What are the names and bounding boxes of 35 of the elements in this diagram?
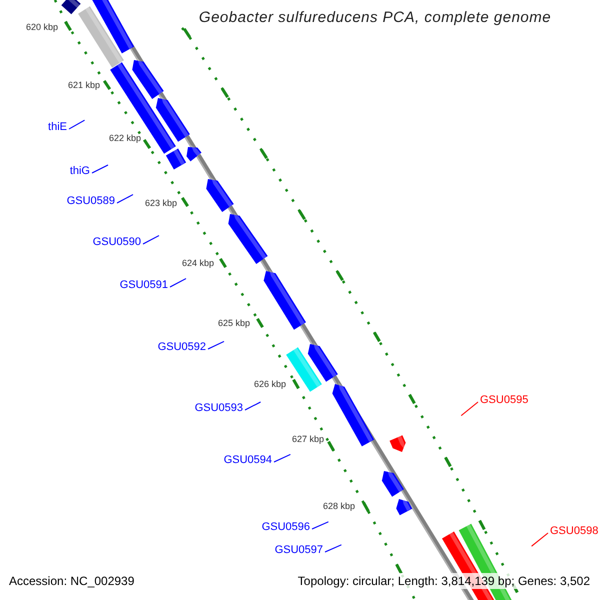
tick-label: 622 kbp — [109, 133, 142, 144]
tick-label: 626 kbp — [254, 379, 286, 390]
gene-label: thiE — [48, 120, 67, 134]
leader-line — [142, 235, 160, 244]
gene-label: GSU0596 — [262, 520, 310, 534]
leader-line — [531, 532, 548, 547]
gene-label: GSU0597 — [274, 543, 323, 557]
leader-line — [92, 164, 108, 174]
tick-label: 627 kbp — [292, 434, 324, 445]
leader-line — [312, 521, 329, 530]
gene-label: GSU0593 — [194, 401, 243, 415]
footer-text: Topology: circular; Length: 3,814,139 bp; Genes: 3,502 — [298, 573, 590, 589]
gene-label: GSU0594 — [224, 453, 272, 467]
gene-label: GSU0598 — [550, 524, 598, 538]
tick-label: 620 kbp — [26, 22, 58, 33]
gene-label: thiG — [70, 164, 90, 178]
leader-line — [68, 120, 86, 130]
footer-text: Accession: NC_002939 — [9, 573, 134, 589]
tick-label: 623 kbp — [145, 198, 178, 209]
gene-label: GSU0592 — [158, 340, 206, 354]
gene-label: GSU0589 — [66, 194, 115, 208]
gene-label: GSU0591 — [120, 278, 168, 292]
leader-line — [208, 340, 224, 350]
leader-line — [460, 402, 478, 416]
tick-label: 621 kbp — [68, 80, 100, 91]
leader-line — [244, 402, 262, 410]
tick-label: 624 kbp — [182, 258, 214, 269]
leader-line — [116, 194, 134, 204]
tick-label: 628 kbp — [323, 501, 356, 512]
tick-label: 625 kbp — [218, 318, 250, 329]
gene-label: GSU0595 — [480, 393, 528, 407]
leader-line — [274, 454, 291, 462]
leader-line — [170, 278, 186, 288]
leader-line — [324, 544, 342, 552]
gene-label: GSU0590 — [92, 235, 141, 249]
